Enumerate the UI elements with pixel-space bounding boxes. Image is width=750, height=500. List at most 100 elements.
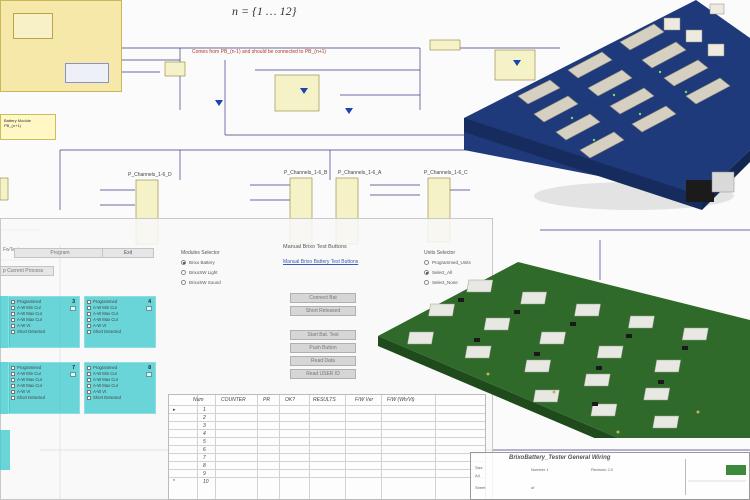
new-row-icon: *	[173, 479, 175, 485]
tile-item-label: Programmed	[93, 299, 118, 304]
tile-item: A-W Max Cur	[87, 383, 121, 389]
tile-options-icon[interactable]	[146, 306, 152, 311]
checkbox[interactable]	[87, 390, 91, 394]
column-header[interactable]: F/W (Wh/Vt)	[387, 397, 415, 403]
read-user-id-button[interactable]: Read USER ID	[290, 369, 356, 379]
table-row[interactable]: *10	[169, 477, 485, 485]
checkbox[interactable]	[11, 396, 15, 400]
tile-options-icon[interactable]	[146, 372, 152, 377]
checkbox[interactable]	[11, 300, 15, 304]
channel-tile-8[interactable]: Programmed A-W Min Cur A-W Max Cur A-W M…	[84, 362, 156, 414]
exit-button[interactable]: Exit	[102, 248, 154, 258]
start-bat-test-button[interactable]: Start Bat. Test	[290, 330, 356, 340]
tile-item: A-W Vt	[87, 389, 121, 395]
checkbox[interactable]	[11, 306, 15, 310]
tile-item: A-W Max Cur	[11, 377, 45, 383]
checkbox[interactable]	[11, 312, 15, 316]
table-row[interactable]: ▸1	[169, 405, 485, 413]
checkbox[interactable]	[11, 324, 15, 328]
tile-item: A-W Max Cur	[87, 377, 121, 383]
table-row[interactable]: 5	[169, 437, 485, 445]
checkbox[interactable]	[87, 378, 91, 382]
table-row[interactable]: 8	[169, 461, 485, 469]
channel-tile-edge	[0, 296, 10, 348]
program-button[interactable]: Program	[14, 248, 106, 258]
unit-option[interactable]: Programmed_Units	[424, 260, 471, 265]
radio-icon[interactable]	[181, 280, 186, 285]
tile-item: Programmed	[87, 365, 121, 371]
channel-tile-3[interactable]: Programmed A-W Min Cur A-W Max Cur A-W M…	[8, 296, 80, 348]
radio-icon[interactable]	[181, 260, 186, 265]
radio-icon[interactable]	[424, 260, 429, 265]
module-option[interactable]: Brixo Battery	[181, 260, 215, 265]
table-row[interactable]: 9	[169, 469, 485, 477]
tile-item: A-W Max Cur	[11, 383, 45, 389]
checkbox[interactable]	[87, 324, 91, 328]
title-block-cell: Revision 2.0	[591, 467, 614, 472]
radio-icon[interactable]	[181, 270, 186, 275]
checkbox[interactable]	[11, 390, 15, 394]
column-header[interactable]: RESULTS	[313, 397, 336, 403]
tile-item: A-W Max Cur	[87, 317, 121, 323]
schematic-side-note-line: Battery Module	[4, 118, 31, 123]
table-row[interactable]: 7	[169, 453, 485, 461]
tile-number: 3	[72, 299, 75, 305]
checkbox[interactable]	[87, 372, 91, 376]
checkbox[interactable]	[11, 366, 15, 370]
column-header[interactable]: PR	[263, 397, 270, 403]
channel-tile-4[interactable]: Programmed A-W Min Cur A-W Max Cur A-W M…	[84, 296, 156, 348]
tile-item-label: A-W Min Cur	[17, 371, 41, 376]
manual-panel-link[interactable]: Manual Brixo Battery Test Buttons	[283, 259, 359, 265]
checkbox[interactable]	[87, 384, 91, 388]
checkbox[interactable]	[11, 318, 15, 322]
channel-tile-edge	[0, 430, 10, 470]
table-row[interactable]: 4	[169, 429, 485, 437]
unit-option[interactable]: Select_All	[424, 270, 452, 275]
radio-icon[interactable]	[424, 270, 429, 275]
table-header: Num COUNTER PR OK? RESULTS F/W Ver F/W (…	[169, 395, 485, 405]
channel-tile-7[interactable]: Programmed A-W Min Cur A-W Max Cur A-W M…	[8, 362, 80, 414]
checkbox[interactable]	[87, 396, 91, 400]
table-divider	[309, 395, 310, 499]
checkbox[interactable]	[87, 312, 91, 316]
column-header[interactable]: F/W Ver	[355, 397, 374, 403]
tile-item: Programmed	[87, 299, 121, 305]
tile-options-icon[interactable]	[70, 306, 76, 311]
radio-icon[interactable]	[424, 280, 429, 285]
checkbox[interactable]	[87, 330, 91, 334]
column-header[interactable]: Num	[193, 397, 204, 403]
checkbox[interactable]	[87, 306, 91, 310]
tile-number: 8	[148, 365, 151, 371]
table-row[interactable]: 6	[169, 445, 485, 453]
unit-option-label: Select_None	[432, 280, 458, 285]
checkbox[interactable]	[11, 330, 15, 334]
stop-current-process-button[interactable]: p Current Process	[0, 266, 54, 276]
tile-item-label: Programmed	[93, 365, 118, 370]
push-button[interactable]: Push Button	[290, 343, 356, 353]
tile-options-icon[interactable]	[70, 372, 76, 377]
read-data-button[interactable]: Read Data	[290, 356, 356, 366]
schematic-chip	[13, 13, 53, 39]
tile-item-label: A-W Vt	[17, 323, 31, 328]
column-header[interactable]: COUNTER	[221, 397, 246, 403]
tile-item-label: Short Detected	[17, 329, 45, 334]
tile-item: Programmed	[11, 365, 45, 371]
table-row[interactable]: 3	[169, 421, 485, 429]
unit-option[interactable]: Select_None	[424, 280, 458, 285]
checkbox[interactable]	[87, 366, 91, 370]
checkbox[interactable]	[11, 384, 15, 388]
row-number: 3	[203, 423, 206, 429]
row-number: 7	[203, 455, 206, 461]
module-option[interactable]: BrixoSW Light	[181, 270, 218, 275]
tab-fwtest[interactable]: FwTest	[3, 247, 19, 253]
checkbox[interactable]	[11, 378, 15, 382]
results-table[interactable]: Num COUNTER PR OK? RESULTS F/W Ver F/W (…	[168, 394, 486, 500]
table-row[interactable]: 2	[169, 413, 485, 421]
column-header[interactable]: OK?	[285, 397, 296, 403]
connect-bat-button[interactable]: Connect Bat	[290, 293, 356, 303]
checkbox[interactable]	[87, 300, 91, 304]
short-released-button[interactable]: Short Released	[290, 306, 356, 316]
checkbox[interactable]	[87, 318, 91, 322]
checkbox[interactable]	[11, 372, 15, 376]
module-option[interactable]: BrixoSW Sound	[181, 280, 221, 285]
